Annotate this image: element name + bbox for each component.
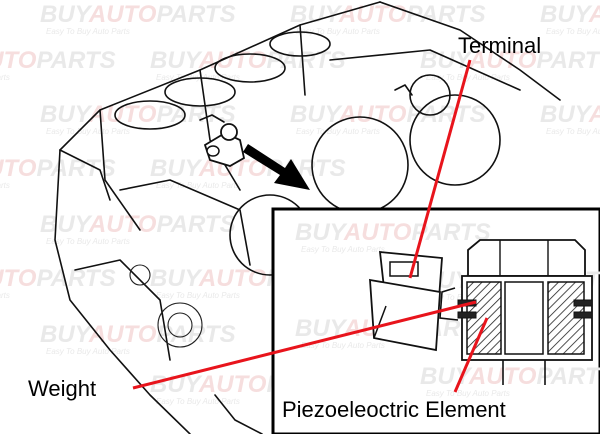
watermark-tagline: Easy To Buy Auto Parts xyxy=(546,27,600,36)
knock-sensor-on-block xyxy=(203,123,246,167)
watermark-tagline: Easy To Buy Auto Parts xyxy=(46,347,130,356)
watermark-tagline: Easy To Buy Auto Parts xyxy=(296,27,380,36)
watermark-brand: BUYAUTOPARTS xyxy=(540,1,600,28)
watermark-tagline: Easy To Buy Auto Parts xyxy=(546,127,600,136)
leader-lines xyxy=(132,59,489,393)
watermark-brand: BUYAUTOPARTS xyxy=(290,101,486,128)
terminal-label: Terminal xyxy=(458,33,541,58)
watermark-brand: BUYAUTOPARTS xyxy=(290,1,486,28)
terminal-leader-line xyxy=(408,59,472,279)
watermark-brand: BUYAUTOPARTS xyxy=(40,1,236,28)
watermark-brand: BUYAUTOPARTS xyxy=(150,47,346,74)
engine-block-drawing xyxy=(54,1,561,434)
watermark-tagline: Easy To Buy Auto Parts xyxy=(0,73,10,82)
watermark-brand: BUYAUTOPARTS xyxy=(40,211,236,238)
weight-leader-line xyxy=(132,300,477,390)
piezo-leader-line xyxy=(453,317,489,393)
watermark-tagline: Easy To Buy Auto Parts xyxy=(0,181,10,190)
watermark-tagline: Easy To Buy Auto Parts xyxy=(426,73,510,82)
watermark-tagline: Easy To Buy Auto Parts xyxy=(46,127,130,136)
watermark-tagline: Easy To Buy Auto Parts xyxy=(46,237,130,246)
weight-label: Weight xyxy=(28,376,96,401)
watermark-brand: BUYAUTOPARTS xyxy=(540,101,600,128)
watermark-tagline: Easy To Buy Auto Parts xyxy=(156,397,240,406)
watermark-tagline: Easy To Buy Auto Parts xyxy=(426,389,510,398)
watermark-brand: BUYAUTOPARTS xyxy=(420,363,600,390)
watermark-tagline: Easy To Buy Auto Parts xyxy=(301,341,385,350)
watermark-tagline: Easy To Buy Auto Parts xyxy=(0,291,10,300)
watermark-brand: BUYAUTOPARTS xyxy=(0,47,116,74)
watermark-tagline: Easy To Buy Auto Parts xyxy=(301,245,385,254)
piezo-element-label: Piezoeleoctric Element xyxy=(282,397,506,422)
watermark-brand: BUYAUTOPARTS xyxy=(420,47,600,74)
watermark-tagline: Easy To Buy Auto Parts xyxy=(296,127,380,136)
watermark-tagline: Easy To Buy Auto Parts xyxy=(46,27,130,36)
zoom-arrow-icon xyxy=(243,144,310,190)
watermark-brand: BUYAUTOPARTS xyxy=(295,219,491,246)
watermark-tagline: Easy To Buy Auto Parts xyxy=(156,181,240,190)
watermark-tagline: Easy To Buy Auto Parts xyxy=(156,291,240,300)
sensor-cross-section xyxy=(369,239,593,385)
watermark-brand: BUYAUTOPARTS xyxy=(150,155,346,182)
watermark-brand: BUYAUTOPARTS xyxy=(40,321,236,348)
watermark-brand: BUYAUTOPARTS xyxy=(0,265,116,292)
